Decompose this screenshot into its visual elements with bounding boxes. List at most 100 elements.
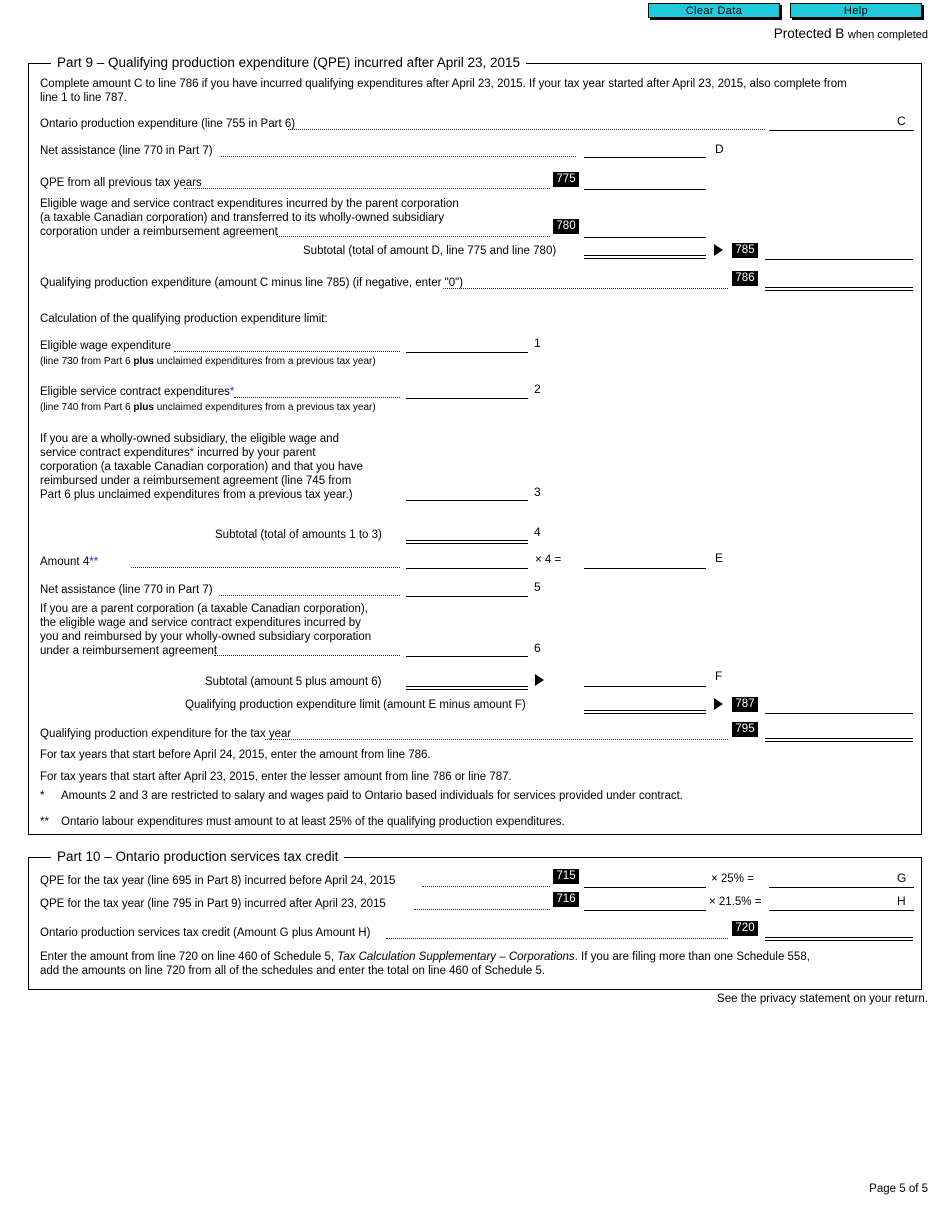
row-716-input[interactable] [584, 910, 706, 911]
amount-6-input[interactable] [406, 656, 528, 657]
line-number-786: 786 [732, 271, 758, 286]
amount-h-input[interactable] [769, 910, 914, 911]
amount-e-input[interactable] [584, 568, 706, 569]
row-715-input[interactable] [584, 887, 706, 888]
row-c-label: Ontario production expenditure (line 755… [40, 118, 296, 130]
row-716-label: QPE for the tax year (line 795 in Part 9… [40, 898, 386, 910]
amount-2-leader [234, 396, 400, 398]
amount-4-subtotal-label: Subtotal (total of amounts 1 to 3) [215, 529, 382, 541]
amount-6-line-4: under a reimbursement agreement [40, 645, 218, 657]
amount-5-input[interactable] [406, 596, 528, 597]
amount-4-input[interactable] [406, 568, 528, 569]
row-780-label-line-2: (a taxable Canadian corporation) and tra… [40, 212, 444, 224]
amount-4-multiply-label: Amount 4** [40, 556, 99, 568]
part-10-legend: Part 10 – Ontario production services ta… [51, 849, 345, 865]
amount-3-line-3: corporation (a taxable Canadian corporat… [40, 461, 363, 473]
note-after-date: For tax years that start after April 23,… [40, 771, 512, 783]
row-d-input[interactable] [584, 157, 706, 158]
line-number-785: 785 [732, 243, 758, 258]
row-780-input[interactable] [584, 237, 706, 238]
limit-787-label: Qualifying production expenditure limit … [185, 699, 526, 711]
footnote-double-star-marker: ** [89, 556, 99, 568]
amount-1-number: 1 [534, 336, 541, 350]
amount-6-number: 6 [534, 641, 541, 655]
amount-4-leader [131, 566, 400, 568]
row-c-letter: C [897, 114, 906, 128]
subtotal-f-input[interactable] [406, 686, 528, 690]
footnote-star-marker: * [189, 447, 195, 459]
row-720-label: Ontario production services tax credit (… [40, 927, 371, 939]
row-720-leader [386, 937, 728, 939]
part-10-closing-line-1: Enter the amount from line 720 on line 4… [40, 951, 810, 963]
row-780-leader [277, 235, 550, 237]
protected-b-notice: Protected B when completed [774, 26, 928, 41]
amount-4-multiplier: × 4 = [535, 554, 562, 566]
row-780-label-line-3: corporation under a reimbursement agreem… [40, 226, 278, 238]
line-number-715: 715 [553, 869, 579, 884]
line-785-amount-input[interactable] [765, 259, 913, 260]
amount-4-number: 4 [534, 525, 541, 539]
amount-f-input[interactable] [584, 686, 706, 687]
amount-5-label: Net assistance (line 770 in Part 7) [40, 584, 213, 596]
amount-1-sublabel: (line 730 from Part 6 plus unclaimed exp… [40, 356, 376, 367]
amount-1-leader [174, 350, 400, 352]
calculation-heading: Calculation of the qualifying production… [40, 313, 328, 325]
help-button[interactable]: Help [790, 3, 922, 18]
row-775-leader [184, 187, 550, 189]
amount-4-subtotal-input[interactable] [406, 540, 528, 544]
clear-data-button[interactable]: Clear Data [648, 3, 780, 18]
amount-6-line-3: you and reimbursed by your wholly-owned … [40, 631, 372, 643]
row-d-leader [221, 155, 576, 157]
amount-1-label: Eligible wage expenditure [40, 340, 172, 352]
row-c-leader [288, 128, 765, 130]
amount-3-line-5: Part 6 plus unclaimed expenditures from … [40, 489, 353, 501]
amount-2-number: 2 [534, 382, 541, 396]
amount-3-line-1: If you are a wholly-owned subsidiary, th… [40, 433, 339, 445]
amount-h-letter: H [897, 894, 906, 908]
row-775-label: QPE from all previous tax years [40, 177, 202, 189]
row-d-label: Net assistance (line 770 in Part 7) [40, 145, 213, 157]
footnote-double-star-mark: ** [40, 816, 49, 828]
amount-2-sublabel: (line 740 from Part 6 plus unclaimed exp… [40, 402, 376, 413]
part-9-section: Part 9 – Qualifying production expenditu… [28, 55, 922, 835]
amount-3-line-2: service contract expenditures* incurred … [40, 447, 316, 459]
amount-5-number: 5 [534, 580, 541, 594]
protected-b-label: Protected B [773, 26, 845, 41]
row-715-label: QPE for the tax year (line 695 in Part 8… [40, 875, 396, 887]
amount-2-input[interactable] [406, 398, 528, 399]
footnote-star-marker: * [229, 386, 235, 398]
amount-g-letter: G [897, 871, 907, 885]
row-715-leader [422, 885, 550, 887]
limit-787-subtotal-input[interactable] [584, 710, 706, 714]
line-787-amount-input[interactable] [765, 713, 913, 714]
line-number-716: 716 [553, 892, 579, 907]
line-number-787: 787 [732, 697, 758, 712]
amount-6-leader [214, 654, 400, 656]
row-c-input[interactable] [769, 130, 914, 131]
arrow-right-icon [714, 698, 723, 710]
row-795-leader [265, 738, 728, 740]
row-720-input[interactable] [765, 937, 913, 941]
row-795-input[interactable] [765, 738, 913, 742]
amount-g-input[interactable] [769, 887, 914, 888]
subtotal-785-label: Subtotal (total of amount D, line 775 an… [303, 245, 557, 257]
part-10-section: Part 10 – Ontario production services ta… [28, 849, 922, 990]
line-number-720: 720 [732, 921, 758, 936]
line-number-780: 780 [553, 219, 579, 234]
row-775-input[interactable] [584, 189, 706, 190]
row-d-letter: D [715, 142, 724, 156]
row-716-leader [414, 908, 550, 910]
part-9-legend: Part 9 – Qualifying production expenditu… [51, 55, 527, 71]
row-786-input[interactable] [765, 287, 913, 291]
amount-3-input[interactable] [406, 500, 528, 501]
note-before-date: For tax years that start before April 24… [40, 749, 431, 761]
subtotal-f-label: Subtotal (amount 5 plus amount 6) [205, 676, 382, 688]
amount-1-input[interactable] [406, 352, 528, 353]
form-toolbar: Clear Data Help [0, 3, 950, 23]
row-780-label-line-1: Eligible wage and service contract expen… [40, 198, 459, 210]
row-786-label: Qualifying production expenditure (amoun… [40, 277, 464, 289]
privacy-statement: See the privacy statement on your return… [717, 993, 928, 1005]
amount-6-line-1: If you are a parent corporation (a taxab… [40, 603, 368, 615]
subtotal-785-input[interactable] [584, 255, 706, 259]
arrow-right-icon [714, 244, 723, 256]
